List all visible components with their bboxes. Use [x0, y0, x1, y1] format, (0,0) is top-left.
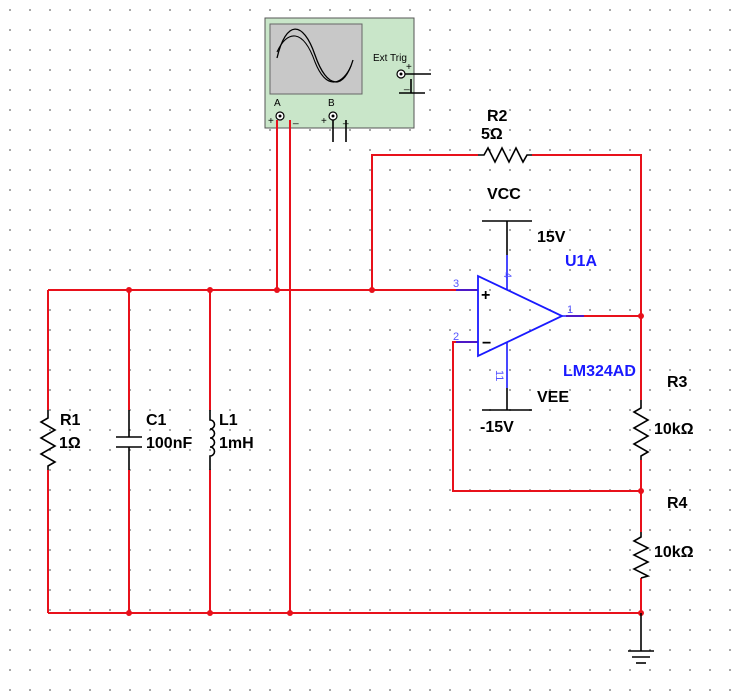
vcc-value: 15V: [537, 229, 566, 246]
junction-dot: [126, 610, 132, 616]
wire-r2-left: [371, 154, 478, 290]
opamp-triangle: [477, 274, 565, 358]
r1-ref: R1: [60, 412, 81, 429]
ext-trig-label: Ext Trig: [373, 53, 407, 64]
junction-dot: [274, 287, 280, 293]
oscilloscope[interactable]: Ext Trig + _ A + _ B + _: [264, 17, 431, 142]
vee-name: VEE: [537, 389, 569, 406]
r3-value: 10kΩ: [654, 421, 694, 438]
r3-ref: R3: [667, 374, 688, 391]
capacitor-c1[interactable]: C1 100nF: [116, 410, 192, 470]
l1-value: 1mH: [219, 435, 254, 452]
resistor-r3[interactable]: R3 10kΩ: [632, 374, 694, 460]
ground-symbol[interactable]: [628, 613, 654, 664]
ext-trig-minus: _: [403, 80, 410, 91]
vee-source[interactable]: VEE -15V: [480, 388, 569, 436]
opamp-part: LM324AD: [563, 363, 636, 380]
pin-2-label: 2: [453, 331, 459, 343]
vcc-source[interactable]: VCC 15V: [482, 186, 566, 255]
junction-dot: [369, 287, 375, 293]
r2-ref: R2: [487, 108, 508, 125]
channel-b-plus: +: [321, 116, 327, 127]
r4-value: 10kΩ: [654, 544, 694, 561]
opamp-minus-sign: −: [482, 335, 491, 352]
waveform-trace-b: [276, 35, 352, 83]
wires: [47, 120, 642, 614]
pin-3-label: 3: [453, 278, 459, 290]
resistor-r1-symbol: [39, 410, 57, 470]
vcc-name: VCC: [487, 186, 521, 203]
r1-value: 1Ω: [59, 435, 81, 452]
junction-dot: [207, 610, 213, 616]
pin-11-label: 11: [493, 370, 505, 381]
junction-dot: [126, 287, 132, 293]
channel-b-label: B: [328, 98, 335, 109]
c1-ref: C1: [146, 412, 167, 429]
r2-value: 5Ω: [481, 126, 503, 143]
ext-trig-plus: +: [406, 62, 412, 73]
opamp-ref: U1A: [565, 253, 597, 270]
channel-a-plus: +: [268, 116, 274, 127]
resistor-r4[interactable]: R4 10kΩ: [632, 495, 694, 579]
junction-dot: [287, 610, 293, 616]
resistor-r4-symbol: [632, 532, 651, 579]
channel-a-label: A: [274, 98, 281, 109]
inductor-l1[interactable]: L1 1mH: [209, 410, 254, 470]
waveform-trace-a: [276, 28, 354, 83]
junction-dot: [638, 313, 644, 319]
resistor-r3-symbol: [632, 400, 650, 460]
r4-ref: R4: [667, 495, 688, 512]
channel-a-terminal-center: [278, 114, 282, 118]
resistor-r1[interactable]: R1 1Ω: [39, 410, 81, 470]
opamp-u1a[interactable]: + − 3 2 1 4 11 U1A LM324AD: [453, 253, 636, 388]
l1-ref: L1: [219, 412, 238, 429]
c1-value: 100nF: [146, 435, 192, 452]
junction-dot: [638, 488, 644, 494]
vee-value: -15V: [480, 419, 514, 436]
resistor-r2-symbol: [478, 146, 532, 164]
resistor-r2[interactable]: R2 5Ω: [478, 108, 532, 164]
pin-4-label: 4: [501, 272, 513, 278]
channel-a-minus: _: [292, 114, 299, 125]
junctions: [126, 287, 644, 616]
junction-dot: [207, 287, 213, 293]
channel-b-minus: _: [342, 114, 349, 125]
ext-trig-terminal-center: [399, 72, 403, 76]
opamp-plus-sign: +: [481, 287, 490, 304]
inductor-l1-symbol: [209, 410, 216, 470]
channel-b-terminal-center: [331, 114, 335, 118]
pin-1-label: 1: [567, 304, 573, 316]
